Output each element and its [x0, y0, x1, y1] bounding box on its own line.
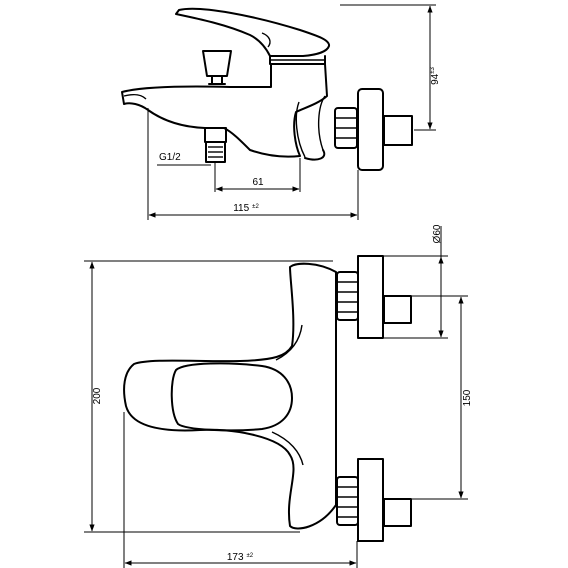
top-wall-flange-lower: [357, 458, 384, 542]
side-eccentric-pipe: [383, 115, 413, 146]
top-hex-nut-upper: [336, 271, 359, 321]
side-neck: [304, 149, 326, 161]
side-faucet-body: [121, 63, 328, 158]
top-wall-flange-upper: [357, 255, 384, 339]
thread-label: G1/2: [159, 152, 181, 163]
dim-200-text: 200: [92, 387, 103, 404]
side-hex-nut: [334, 107, 358, 149]
side-spout-tip-line: [123, 93, 147, 100]
dim-150-text: 150: [462, 389, 473, 406]
side-lever-hinge: [261, 32, 271, 48]
side-diverter-knob: [202, 50, 232, 85]
side-body-contour: [295, 101, 306, 158]
top-inner-curve-lower: [271, 431, 304, 466]
side-wall-flange: [357, 88, 384, 171]
top-faucet-body: [123, 262, 337, 530]
side-body-rear-contour: [318, 95, 326, 151]
top-eccentric-pipe-upper: [383, 295, 412, 324]
dim-61-text: 61: [252, 177, 264, 188]
side-lever-handle: [175, 7, 330, 57]
top-inner-curve-upper: [275, 324, 303, 361]
top-lever-handle: [170, 362, 293, 432]
dim-94-text: 94±3: [430, 66, 441, 84]
top-hex-nut-lower: [336, 476, 359, 526]
side-hose-outlet: [204, 127, 227, 163]
top-eccentric-pipe-lower: [383, 498, 412, 527]
side-view: 94±3 G1/2 61 115±2: [121, 4, 441, 220]
top-view: Ø60 200 150 173±2: [84, 224, 473, 568]
dim-115-text: 115±2: [233, 203, 259, 214]
dim-d60-text: Ø60: [432, 224, 443, 243]
dim-173-text: 173±2: [227, 552, 254, 563]
